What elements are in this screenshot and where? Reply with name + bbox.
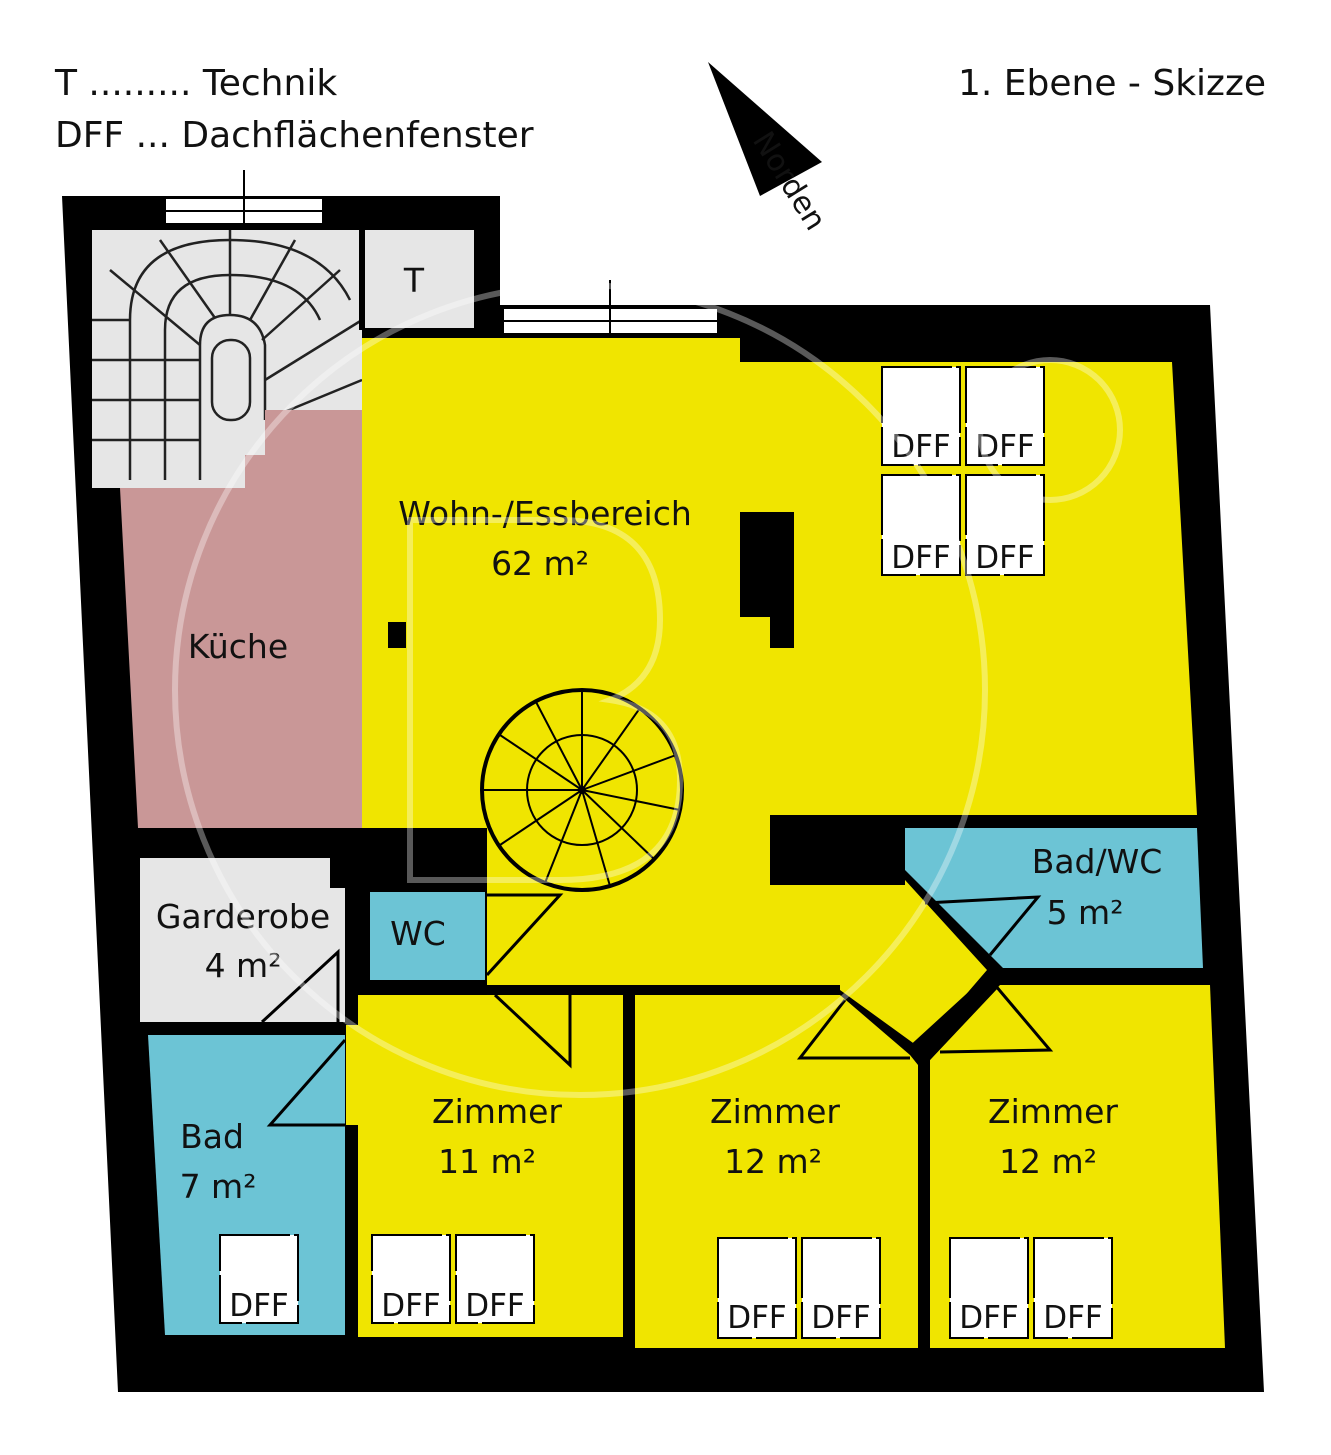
dff-group-living: DFF DFF DFF DFF [881,366,1045,576]
dff-label-z2b: DFF [811,1300,871,1336]
room-kueche: Küche [120,410,362,828]
zimmer1-name: Zimmer [432,1092,562,1131]
room-garderobe: Garderobe 4 m² [140,858,345,1024]
dff-label-bad: DFF [229,1288,289,1324]
garderobe-area: 4 m² [205,946,282,985]
zimmer3-area: 12 m² [999,1142,1097,1181]
interior-walls [138,888,998,1348]
dff-label-l4: DFF [975,540,1035,576]
room-bad-wc: Bad/WC 5 m² [905,828,1203,968]
bad-area: 7 m² [180,1167,257,1206]
dff-label-z3a: DFF [959,1300,1019,1336]
north-arrow-icon: Norden [708,62,833,237]
kueche-name: Küche [188,627,288,666]
technik-label: T [403,261,425,300]
dff-group-bad: DFF [219,1234,299,1324]
legend-dff: DFF ... Dachflächenfenster [55,115,534,156]
garderobe-name: Garderobe [156,897,330,936]
legend-technik: T ......... Technik [54,63,337,104]
dff-label-z3b: DFF [1043,1300,1103,1336]
wohn-name: Wohn-/Essbereich [398,494,692,533]
dff-label-l2: DFF [975,429,1035,465]
zimmer3-name: Zimmer [988,1092,1118,1131]
dff-group-zimmer-3: DFF DFF [949,1237,1113,1339]
window-top-middle [502,280,719,366]
wc-name: WC [390,914,446,953]
dff-group-zimmer-2: DFF DFF [717,1237,881,1339]
spiral-staircase [480,688,684,892]
dff-label-l3: DFF [891,540,951,576]
wall-block-left [330,828,487,888]
room-technik: T [372,230,474,326]
bad-name: Bad [180,1117,244,1156]
dff-label-z1a: DFF [381,1288,441,1324]
dff-group-zimmer-1: DFF DFF [371,1234,535,1324]
dff-label-z2a: DFF [727,1300,787,1336]
badwc-name: Bad/WC [1032,842,1163,881]
window-top-left [164,170,324,258]
wohn-area: 62 m² [491,544,589,583]
dff-label-z1b: DFF [465,1288,525,1324]
room-wc: WC [370,892,564,980]
plan-title: 1. Ebene - Skizze [958,63,1266,104]
dff-label-l1: DFF [891,429,951,465]
wall-block-center [770,815,905,885]
zimmer2-name: Zimmer [710,1092,840,1131]
zimmer2-area: 12 m² [724,1142,822,1181]
badwc-area: 5 m² [1047,893,1124,932]
zimmer1-area: 11 m² [438,1142,536,1181]
watermark-logo [172,282,1123,1098]
